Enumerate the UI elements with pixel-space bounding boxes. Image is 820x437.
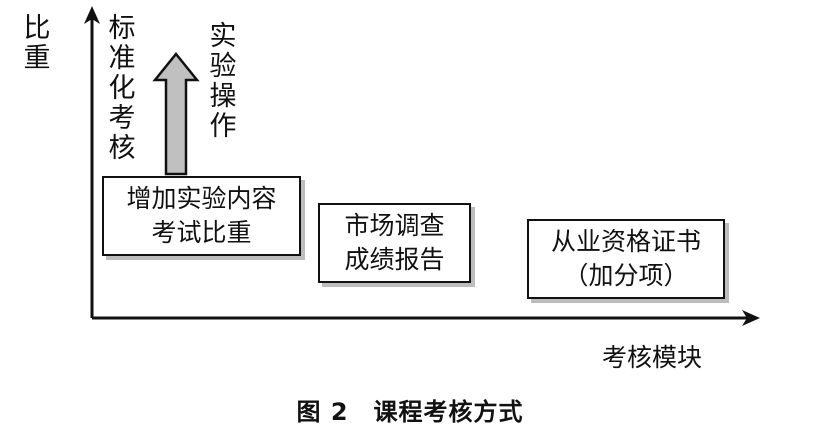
box-3-line-1: 从业资格证书 [550, 227, 701, 256]
figure-caption: 图 2 课程考核方式 [296, 398, 524, 426]
x-axis-arrowhead [742, 310, 760, 326]
box-3-line-2: （加分项） [563, 261, 689, 290]
box-1-line-1: 增加实验内容 [126, 184, 277, 213]
box-market-survey: 市场调查 成绩报告 [318, 203, 471, 283]
box-2-line-1: 市场调查 [344, 211, 445, 240]
box-1-line-2: 考试比重 [151, 218, 252, 247]
y-axis-arrowhead [84, 6, 100, 24]
standard-exam-label: 标准化考核 [108, 13, 136, 164]
up-arrow-shape [152, 52, 200, 176]
box-experiment-content: 增加实验内容 考试比重 [102, 176, 301, 256]
x-axis-label: 考核模块 [602, 343, 703, 372]
box-2-line-2: 成绩报告 [344, 245, 445, 274]
y-axis-label: 比重 [23, 13, 51, 74]
box-qualification-certificate: 从业资格证书 （加分项） [527, 219, 725, 299]
experiment-operation-label: 实验操作 [209, 21, 237, 142]
